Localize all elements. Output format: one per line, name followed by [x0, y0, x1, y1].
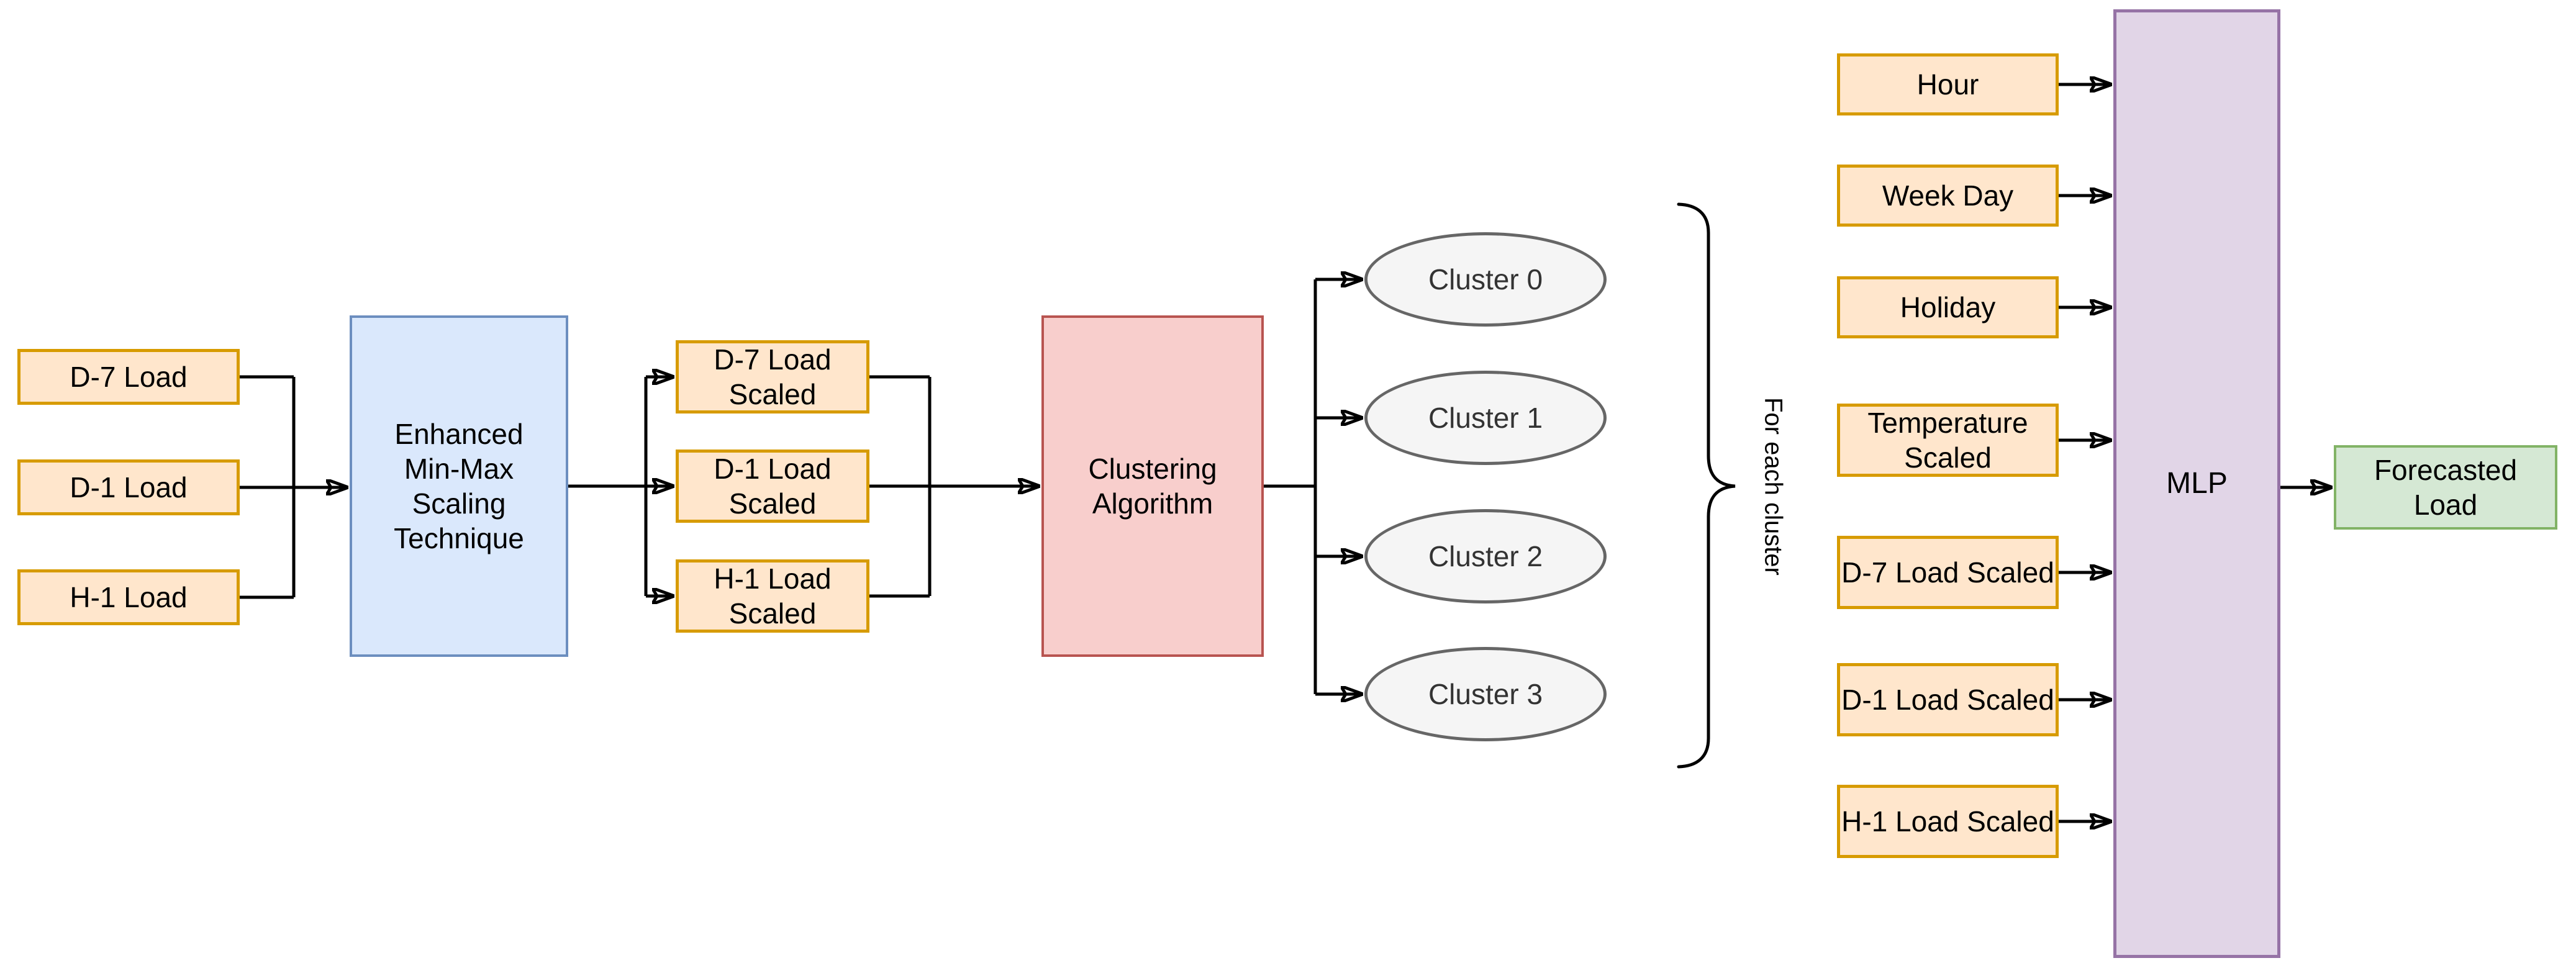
- scaled-box-d7-load: D-7 Load Scaled: [676, 340, 869, 413]
- cluster-2-ellipse: Cluster 2: [1364, 509, 1607, 603]
- mlp-input-box-d7-load-scaled: D-7 Load Scaled: [1837, 536, 2059, 609]
- for-each-cluster-label: For each cluster: [1759, 397, 1787, 576]
- mlp-input-box-h1-load-scaled: H-1 Load Scaled: [1837, 785, 2059, 858]
- forecasted-load-box: Forecasted Load: [2334, 445, 2557, 530]
- mlp-input-box-d1-load-scaled: D-1 Load Scaled: [1837, 663, 2059, 736]
- input-box-h1-load: H-1 Load: [17, 569, 240, 625]
- scaled-box-h1-load: H-1 Load Scaled: [676, 559, 869, 633]
- left-inputs-connectors: [240, 375, 347, 599]
- scaling-to-scaled-connectors: [568, 377, 673, 596]
- clustering-algorithm-box: Clustering Algorithm: [1041, 315, 1264, 657]
- mlp-input-box-hour: Hour: [1837, 53, 2059, 115]
- cluster-0-ellipse: Cluster 0: [1364, 232, 1607, 327]
- cluster-3-ellipse: Cluster 3: [1364, 647, 1607, 741]
- scaling-technique-box: Enhanced Min-Max Scaling Technique: [350, 315, 568, 657]
- clustering-to-clusters-connectors: [1264, 279, 1362, 694]
- for-each-cluster-brace: [1677, 202, 1736, 769]
- cluster-1-ellipse: Cluster 1: [1364, 371, 1607, 465]
- scaled-box-d1-load: D-1 Load Scaled: [676, 450, 869, 523]
- input-box-d7-load: D-7 Load: [17, 349, 240, 405]
- input-box-d1-load: D-1 Load: [17, 459, 240, 515]
- mlp-input-connectors: [2059, 84, 2111, 821]
- scaled-to-clustering-connectors: [869, 375, 1039, 598]
- mlp-input-box-holiday: Holiday: [1837, 276, 2059, 338]
- mlp-box: MLP: [2113, 9, 2280, 958]
- mlp-input-box-week-day: Week Day: [1837, 165, 2059, 227]
- mlp-input-box-temperature-scaled: Temperature Scaled: [1837, 404, 2059, 477]
